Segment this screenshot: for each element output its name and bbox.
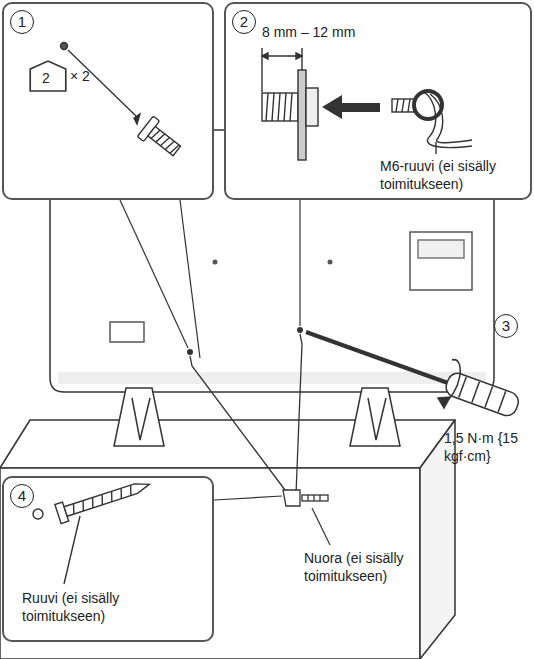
cord xyxy=(307,495,308,501)
part-number: 2 xyxy=(28,70,64,88)
screw-removal xyxy=(61,43,185,162)
bolt-detail xyxy=(261,48,262,92)
screw-removal xyxy=(134,114,140,124)
bolt-detail xyxy=(396,99,398,112)
leader-line xyxy=(120,200,188,348)
panel-ground xyxy=(2,476,214,642)
dimension-label: 8 mm – 12 mm xyxy=(262,24,422,42)
screw-removal xyxy=(137,116,185,161)
wood-screw xyxy=(71,504,77,514)
screwdriver xyxy=(444,360,460,402)
tv-stand xyxy=(132,398,150,440)
wood-screw xyxy=(64,516,80,584)
leader-line xyxy=(214,496,282,500)
table xyxy=(0,420,455,659)
bolt-detail xyxy=(298,70,306,160)
bolt-detail xyxy=(262,93,298,121)
screw-removal xyxy=(151,129,160,140)
screwdriver xyxy=(306,332,521,418)
wood-screw xyxy=(64,480,151,517)
bolt-detail xyxy=(435,142,436,154)
tv-back xyxy=(418,240,464,258)
wood-screw xyxy=(99,494,105,504)
bolt-detail xyxy=(272,93,274,121)
tv-stand xyxy=(114,388,164,446)
bolt-detail xyxy=(262,53,268,59)
bolt-detail xyxy=(266,93,268,121)
screwdriver xyxy=(443,371,521,419)
tv-stand xyxy=(114,388,400,446)
wood-screw xyxy=(118,488,124,498)
screw-removal xyxy=(165,140,174,151)
callout-number: 3 xyxy=(494,314,518,338)
screw-removal xyxy=(160,136,169,147)
cord xyxy=(296,334,302,494)
wood-screw xyxy=(33,509,43,519)
part-icon: 2 xyxy=(28,60,68,92)
tv-back xyxy=(328,260,333,265)
screwdriver xyxy=(443,371,521,419)
screw-removal xyxy=(148,127,181,156)
cord xyxy=(313,495,314,501)
screwdriver xyxy=(438,397,450,408)
bolt-detail xyxy=(338,103,380,112)
wood-screw xyxy=(33,475,152,584)
screw-removal xyxy=(61,43,68,50)
callout-number: 4 xyxy=(10,484,34,508)
bolt-detail xyxy=(430,94,472,143)
wood-screw xyxy=(109,491,115,501)
tv-back xyxy=(213,260,218,265)
screw-removal xyxy=(156,133,165,144)
screw-removal xyxy=(170,144,179,155)
bolt-detail xyxy=(402,99,404,112)
bolt-detail xyxy=(262,48,472,160)
bolt-detail xyxy=(424,92,472,148)
cord xyxy=(319,495,320,501)
bolt-detail xyxy=(392,99,414,112)
leader-line xyxy=(180,200,200,358)
quantity-label: × 2 xyxy=(70,68,130,86)
bolt-detail xyxy=(306,88,318,126)
tv-stand xyxy=(350,388,400,446)
tv-stand xyxy=(368,398,386,440)
screwdriver xyxy=(498,391,506,412)
cord xyxy=(283,490,300,506)
bolt-detail xyxy=(284,93,286,121)
screwdriver xyxy=(485,387,493,408)
tv-back xyxy=(410,232,472,290)
screwdriver xyxy=(459,377,467,398)
screw-removal xyxy=(68,50,136,116)
cord xyxy=(190,356,288,494)
panel-ground xyxy=(224,2,532,200)
bolt-detail xyxy=(408,99,410,112)
tv-back xyxy=(187,349,193,355)
part-label: Ruuvi (ei sisälly toimitukseen) xyxy=(22,590,202,625)
tv-back xyxy=(297,327,303,333)
torque-label: 1,5 N·m {15 kgf·cm} xyxy=(444,430,532,465)
part-label: Nuora (ei sisälly toimitukseen) xyxy=(304,550,464,585)
wood-screw xyxy=(55,475,152,524)
callout-number: 2 xyxy=(232,10,256,34)
tv-back xyxy=(110,322,144,342)
cord xyxy=(302,495,328,501)
callout-number: 1 xyxy=(10,10,34,34)
bolt-detail xyxy=(296,53,302,59)
part-label: M6-ruuvi (ei sisälly toimitukseen) xyxy=(380,158,528,193)
bolt-detail xyxy=(301,48,302,70)
screwdriver xyxy=(472,382,480,403)
screwdriver xyxy=(306,332,448,383)
wood-screw xyxy=(128,485,134,495)
bolt-detail xyxy=(322,95,342,119)
leader-line xyxy=(299,200,300,326)
leader-line xyxy=(312,508,330,545)
bolt-detail xyxy=(278,93,280,121)
callout-panel: 2 8 mm – 12 mm M6-ruuvi (ei sisälly toimit… xyxy=(224,2,532,200)
callout-panel: 4Ruuvi (ei sisälly toimitukseen) xyxy=(2,476,214,642)
panel-ground xyxy=(2,2,214,200)
callout-panel: 1 × 2 2 xyxy=(2,2,214,200)
wood-screw xyxy=(90,498,96,508)
wood-screw xyxy=(80,501,86,511)
bolt-detail xyxy=(290,93,292,121)
